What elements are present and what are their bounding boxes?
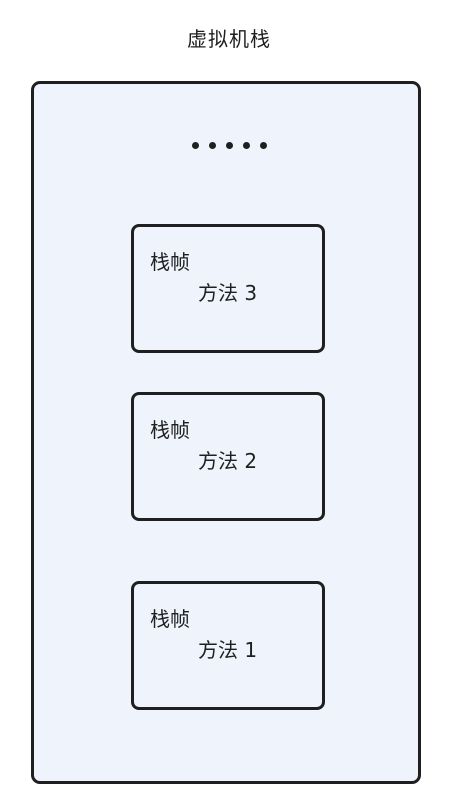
stack-frame-method: 方法 2 xyxy=(198,449,258,473)
stack-frame-method-1: 栈帧 方法 1 xyxy=(131,581,325,710)
stack-frame-method: 方法 3 xyxy=(198,281,258,305)
stack-frame-method-2: 栈帧 方法 2 xyxy=(131,392,325,521)
ellipsis-dot xyxy=(260,141,267,149)
stack-frame-method-3: 栈帧 方法 3 xyxy=(131,224,325,353)
stack-frame-label: 栈帧 xyxy=(150,607,190,631)
ellipsis-dot xyxy=(209,141,216,149)
ellipsis-indicator xyxy=(192,141,267,149)
stack-frame-label: 栈帧 xyxy=(150,418,190,442)
diagram-title: 虚拟机栈 xyxy=(187,27,271,51)
ellipsis-dot xyxy=(243,141,250,149)
stack-frame-label: 栈帧 xyxy=(150,250,190,274)
stack-frame-method: 方法 1 xyxy=(198,638,258,662)
ellipsis-dot xyxy=(226,141,233,149)
ellipsis-dot xyxy=(192,141,199,149)
